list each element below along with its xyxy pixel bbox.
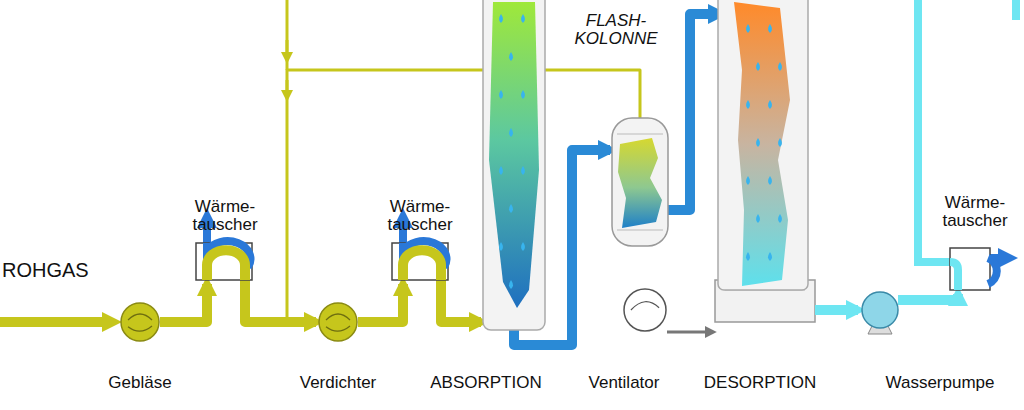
heat-exchanger-shape	[196, 243, 252, 280]
column-packing	[489, 2, 539, 308]
flash-vessel	[612, 118, 668, 246]
water-channel	[950, 262, 958, 290]
component-label: Wärme- tauscher	[387, 198, 452, 235]
droplet	[509, 280, 513, 289]
droplet	[521, 242, 525, 251]
heat-exchanger: Wärme- tauscher	[392, 243, 448, 280]
pipe-connector	[287, 70, 640, 322]
inlet-pipe	[0, 317, 112, 327]
droplet	[499, 166, 503, 175]
stream-label: ROHGAS	[2, 259, 89, 282]
droplet	[756, 62, 760, 71]
droplet	[778, 214, 782, 223]
droplet	[499, 242, 503, 251]
droplet	[746, 24, 750, 33]
compressor-shape	[318, 302, 358, 342]
heat-exchanger: Wärme- tauscher	[196, 243, 252, 280]
droplet	[499, 90, 503, 99]
droplet	[521, 14, 525, 23]
vessel-seam	[617, 134, 663, 230]
column-shell	[483, 0, 545, 330]
component-label: DESORPTION	[704, 374, 816, 392]
pipe-connector	[441, 280, 481, 322]
droplet	[768, 24, 772, 33]
blower-blade	[128, 314, 152, 331]
column-shell	[718, 0, 808, 290]
component-label: Wasserpumpe	[886, 374, 995, 392]
recycle-line	[286, 0, 289, 70]
pipe-connector	[358, 284, 403, 322]
blower-body	[121, 303, 159, 341]
blower: Gebläse	[120, 302, 160, 342]
absorption-column-shape	[483, 0, 545, 330]
droplet	[746, 176, 750, 185]
droplet	[768, 100, 772, 109]
droplet	[756, 138, 760, 147]
compressor: Verdichter	[318, 302, 358, 342]
column-packing	[734, 2, 790, 286]
component-label: Wärme- tauscher	[942, 194, 1007, 231]
desorption-column-shape	[718, 0, 808, 290]
droplet	[509, 204, 513, 213]
component-label: FLASH- KOLONNE	[574, 12, 657, 49]
droplet	[499, 14, 503, 23]
heat-exchanger-shape	[392, 243, 448, 280]
blower-body	[319, 303, 357, 341]
pipe-connector	[898, 294, 958, 300]
desorption-column: DESORPTION	[718, 0, 808, 290]
recycle-arrow	[286, 40, 289, 58]
droplet	[778, 138, 782, 147]
pipe-connector	[668, 14, 720, 210]
exchanger-housing	[950, 248, 990, 290]
water-pipe	[1012, 0, 1020, 20]
heat-exchanger: Wärme- tauscher	[950, 248, 990, 290]
pipe-connector	[667, 331, 712, 334]
gas-channel	[207, 250, 245, 280]
ventilator-blade	[631, 302, 659, 310]
ventilator-shape	[623, 288, 667, 332]
droplet	[746, 100, 750, 109]
droplet	[778, 62, 782, 71]
water-pump-shape	[860, 290, 900, 330]
gas-channel	[403, 250, 441, 280]
droplet	[768, 176, 772, 185]
pipe-connector	[815, 305, 858, 315]
coolant-channel	[988, 258, 997, 284]
component-label: ABSORPTION	[430, 374, 541, 392]
component-label: Ventilator	[589, 374, 660, 392]
pipe-connector	[245, 280, 316, 322]
flash-column: FLASH- KOLONNE	[612, 118, 668, 246]
droplet	[521, 166, 525, 175]
blower-blade	[326, 314, 350, 331]
pipe-connector	[160, 284, 207, 322]
component-label: Gebläse	[108, 374, 171, 392]
droplet	[521, 90, 525, 99]
droplet	[756, 214, 760, 223]
droplet	[509, 128, 513, 137]
water-pump: Wasserpumpe	[860, 290, 900, 330]
ventilator-body	[624, 289, 666, 331]
absorption-column: ABSORPTION	[483, 0, 545, 330]
droplet	[746, 252, 750, 261]
droplet	[509, 52, 513, 61]
ventilator: Ventilator	[623, 288, 667, 332]
flash-liquid	[618, 138, 662, 228]
component-label: Wärme- tauscher	[192, 198, 257, 235]
component-label: Verdichter	[300, 374, 377, 392]
pump-body	[862, 292, 898, 328]
flash-column-shape	[612, 118, 668, 246]
blower-shape	[120, 302, 160, 342]
heat-exchanger-shape	[950, 248, 990, 290]
droplet	[768, 252, 772, 261]
